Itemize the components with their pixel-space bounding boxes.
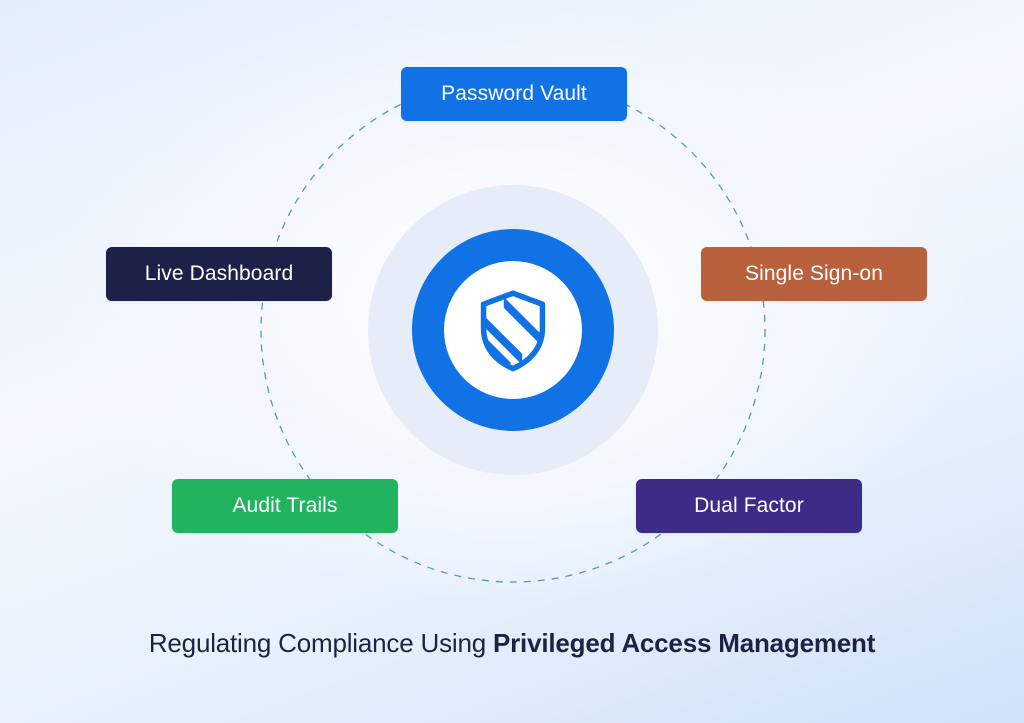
shield-icon [480, 290, 546, 372]
diagram-caption: Regulating Compliance Using Privileged A… [0, 628, 1024, 659]
caption-emphasis: Privileged Access Management [493, 628, 876, 658]
center-logo [444, 261, 582, 399]
node-live-dashboard: Live Dashboard [106, 247, 332, 301]
node-password-vault: Password Vault [401, 67, 627, 121]
node-label: Audit Trails [232, 494, 338, 517]
node-label: Password Vault [441, 82, 587, 105]
caption-lead: Regulating Compliance Using [148, 628, 486, 658]
node-label: Dual Factor [694, 494, 804, 517]
node-audit-trails: Audit Trails [172, 479, 398, 533]
node-label: Single Sign-on [745, 262, 883, 285]
node-single-sign-on: Single Sign-on [701, 247, 927, 301]
node-label: Live Dashboard [144, 262, 294, 285]
node-dual-factor: Dual Factor [636, 479, 862, 533]
